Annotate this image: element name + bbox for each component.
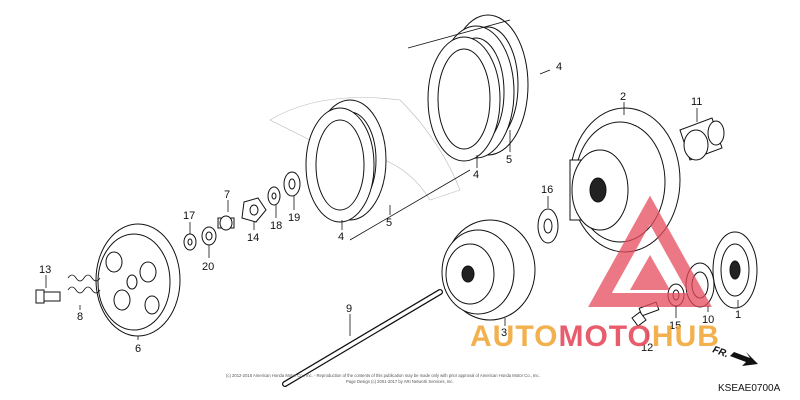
callout-3: 3 <box>501 327 507 339</box>
callout-14: 14 <box>247 232 259 244</box>
callout-5b: 5 <box>386 217 392 229</box>
callout-leaders <box>45 69 739 340</box>
callout-17: 17 <box>183 210 195 222</box>
callout-2: 2 <box>620 91 626 103</box>
callout-18: 18 <box>270 220 282 232</box>
primary-gear <box>712 231 758 309</box>
callout-19: 19 <box>288 212 300 224</box>
clutch-center <box>441 219 536 321</box>
lock-washer-19 <box>283 171 301 197</box>
callout-8: 8 <box>77 311 83 323</box>
front-direction-indicator: FR. <box>711 344 758 366</box>
watermark-logo <box>588 195 712 307</box>
copyright-line-1: (c) 2012-2016 American Honda Motor Co., … <box>226 373 540 378</box>
callout-11: 11 <box>691 96 702 108</box>
clutch-lifter-rod <box>282 289 443 387</box>
clutch-plate-stack-upper <box>427 14 529 162</box>
callout-4a: 4 <box>556 61 562 73</box>
copyright-line-2: Page Design (c) 2001-2017 by ARI Network… <box>346 379 454 384</box>
callout-10: 10 <box>702 314 714 326</box>
callout-16: 16 <box>541 184 553 196</box>
bearing-20 <box>201 226 217 246</box>
washer-18 <box>267 186 281 206</box>
collar-part <box>679 117 725 161</box>
callout-7: 7 <box>224 189 230 201</box>
watermark-part-moto: MOTO <box>558 320 651 353</box>
callout-15: 15 <box>669 320 681 332</box>
callout-12: 12 <box>641 342 653 354</box>
nut-14 <box>241 197 267 223</box>
callout-13: 13 <box>39 264 51 276</box>
callout-20: 20 <box>202 261 214 273</box>
callout-6: 6 <box>135 343 141 355</box>
washer-16 <box>537 208 559 244</box>
callout-4c: 4 <box>338 231 344 243</box>
callout-9: 9 <box>346 303 352 315</box>
lifter-piece-7 <box>217 215 235 231</box>
clutch-plate-stack-lower <box>305 99 387 223</box>
watermark-part-auto: AUTO <box>470 320 558 353</box>
callout-labels: 1 2 3 4 4 4 5 5 6 7 8 9 10 11 12 13 14 1… <box>39 61 741 355</box>
front-arrow-icon <box>730 352 758 366</box>
pressure-plate <box>95 223 181 337</box>
watermark-wordmark: AUTOMOTOHUB <box>470 320 720 353</box>
callout-5a: 5 <box>506 154 512 166</box>
callout-4b: 4 <box>473 169 479 181</box>
diagram-code: KSEAE0700A <box>718 383 781 394</box>
clutch-spring <box>67 274 101 294</box>
watermark-part-hub: HUB <box>652 320 720 353</box>
front-label: FR. <box>711 344 730 360</box>
washer-17 <box>183 233 197 251</box>
bolt-13 <box>35 289 61 304</box>
callout-1: 1 <box>735 309 741 321</box>
